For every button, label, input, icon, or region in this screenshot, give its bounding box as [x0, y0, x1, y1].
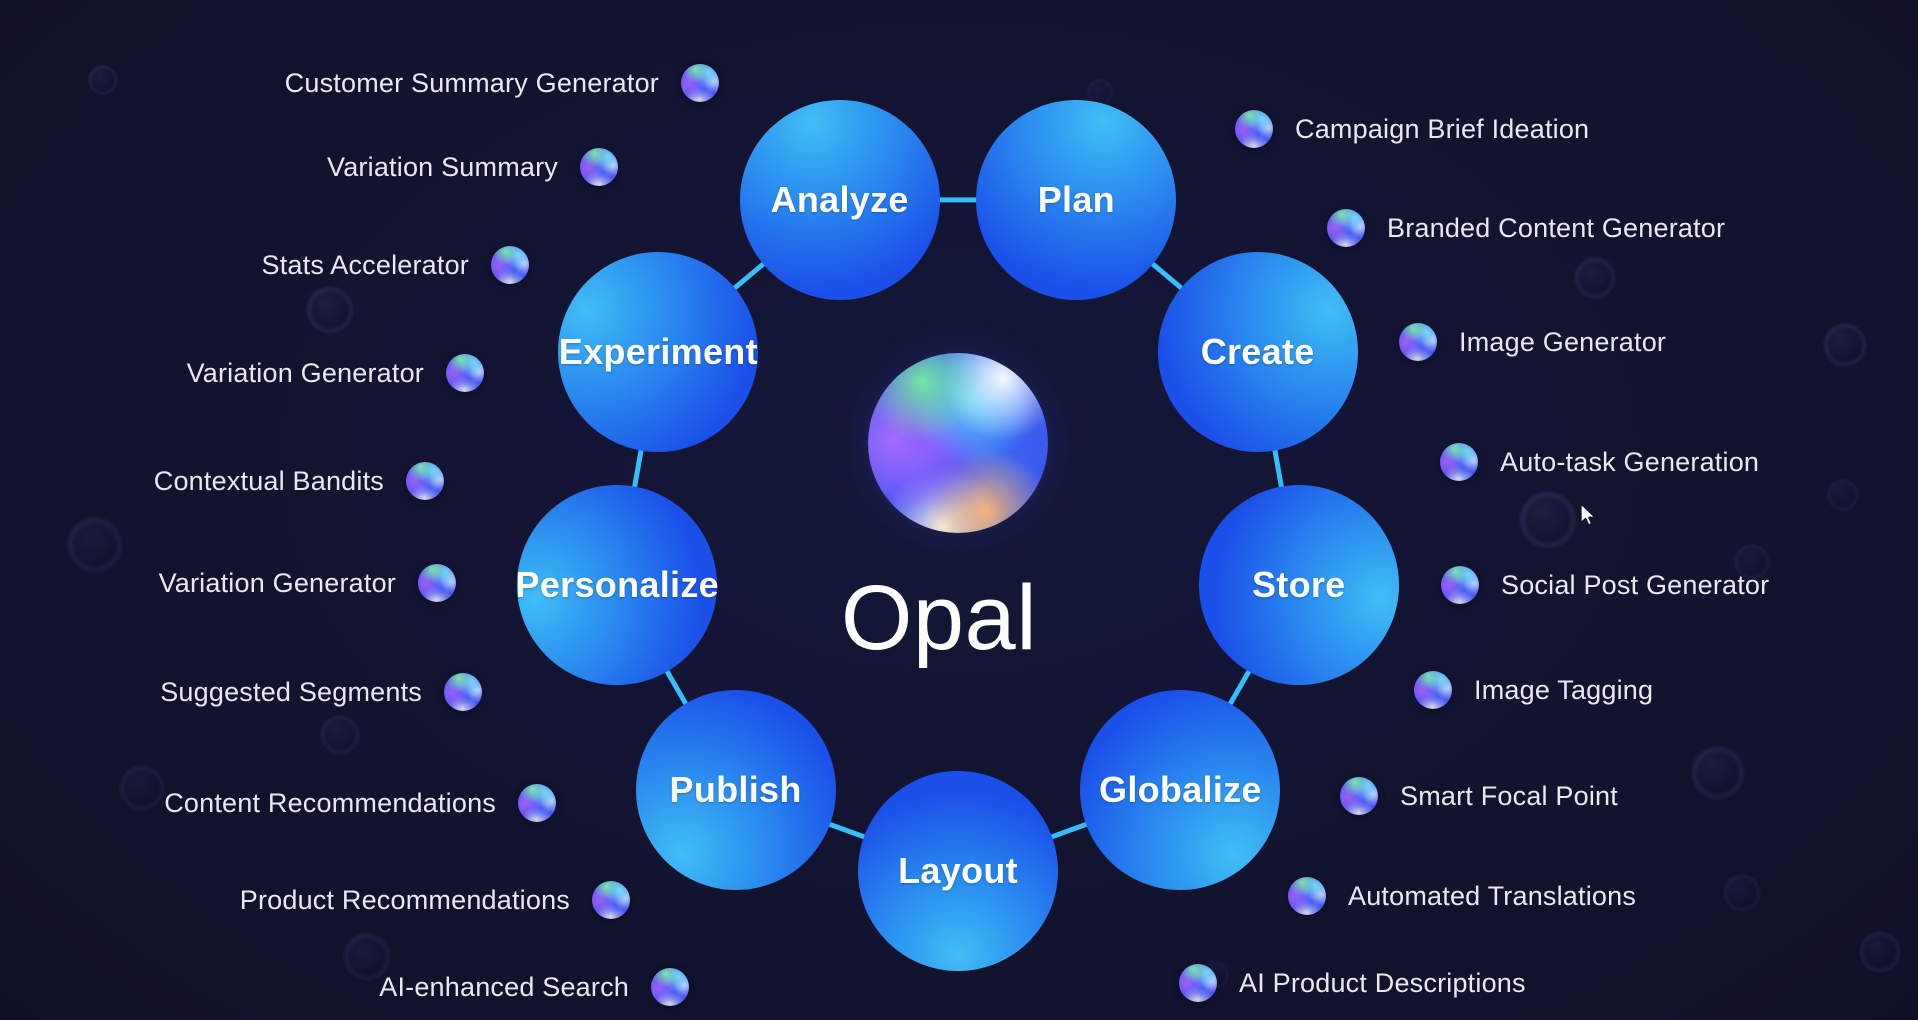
ring-node-label: Globalize — [1099, 769, 1262, 811]
ring-node-label: Layout — [898, 850, 1018, 891]
feature-item-variation-generator[interactable]: Variation Generator — [159, 563, 456, 603]
feature-label: Smart Focal Point — [1400, 780, 1618, 811]
feature-label: AI Product Descriptions — [1239, 967, 1526, 998]
opal-orb-icon — [1327, 209, 1365, 247]
opal-orb-icon — [491, 246, 529, 284]
feature-item-image-tagging[interactable]: Image Tagging — [1414, 670, 1653, 710]
feature-label: Automated Translations — [1348, 880, 1637, 911]
feature-label: Variation Generator — [158, 567, 396, 598]
feature-item-image-generator[interactable]: Image Generator — [1399, 322, 1666, 362]
feature-item-suggested-segments[interactable]: Suggested Segments — [160, 672, 482, 712]
feature-item-automated-translations[interactable]: Automated Translations — [1288, 876, 1636, 916]
opal-orb-icon — [1399, 323, 1437, 361]
opal-orb-icon — [1340, 777, 1378, 815]
ring-node-plan[interactable]: Plan — [976, 99, 1177, 300]
feature-item-customer-summary-generator[interactable]: Customer Summary Generator — [285, 63, 719, 103]
feature-item-content-recommendations[interactable]: Content Recommendations — [164, 783, 556, 823]
feature-label: Social Post Generator — [1501, 569, 1770, 600]
feature-item-ai-product-descriptions[interactable]: AI Product Descriptions — [1179, 963, 1526, 1003]
opal-orb-icon — [446, 354, 484, 392]
feature-item-ai-enhanced-search[interactable]: AI-enhanced Search — [379, 967, 689, 1007]
ring-connector-line — [614, 197, 1302, 874]
ring-node-experiment[interactable]: Experiment — [558, 252, 759, 452]
feature-label: Branded Content Generator — [1387, 212, 1726, 243]
feature-label: Auto-task Generation — [1500, 446, 1760, 477]
opal-orb-icon — [444, 673, 482, 711]
feature-item-stats-accelerator[interactable]: Stats Accelerator — [261, 245, 529, 285]
feature-label: Stats Accelerator — [261, 249, 469, 280]
ring-node-analyze[interactable]: Analyze — [739, 99, 940, 300]
feature-item-auto-task-generation[interactable]: Auto-task Generation — [1440, 442, 1759, 482]
ring-node-label: Analyze — [770, 178, 909, 220]
feature-label: Contextual Bandits — [153, 465, 384, 496]
feature-item-contextual-bandits[interactable]: Contextual Bandits — [154, 461, 444, 501]
feature-item-smart-focal-point[interactable]: Smart Focal Point — [1340, 776, 1618, 816]
feature-label: Customer Summary Generator — [284, 67, 659, 98]
ring-node-label: Store — [1251, 564, 1346, 606]
feature-item-variation-summary[interactable]: Variation Summary — [327, 147, 618, 187]
ring-node-label: Personalize — [515, 564, 719, 606]
feature-label: AI-enhanced Search — [379, 971, 629, 1002]
feature-label: Image Generator — [1459, 326, 1667, 357]
opal-orb-icon — [681, 64, 719, 102]
ring-node-publish[interactable]: Publish — [635, 690, 836, 891]
ring-node-globalize[interactable]: Globalize — [1080, 690, 1281, 891]
mouse-cursor — [1580, 503, 1596, 526]
opal-orb-icon — [1441, 566, 1479, 604]
opal-orb-icon — [1179, 964, 1217, 1002]
opal-orb-icon — [1440, 443, 1478, 481]
ring-node-store[interactable]: Store — [1198, 485, 1399, 686]
feature-item-variation-generator[interactable]: Variation Generator — [187, 353, 484, 393]
app-title: Opal — [840, 567, 1038, 669]
feature-label: Variation Generator — [186, 357, 424, 388]
feature-item-branded-content-generator[interactable]: Branded Content Generator — [1327, 208, 1725, 248]
opal-orb-icon — [1414, 671, 1452, 709]
opal-orb-icon — [406, 462, 444, 500]
ring-node-create[interactable]: Create — [1157, 252, 1358, 452]
opal-orb-icon — [418, 564, 456, 602]
feature-label: Content Recommendations — [164, 787, 496, 818]
ring-node-layout[interactable]: Layout — [858, 771, 1058, 971]
ring-node-label: Plan — [1037, 178, 1115, 220]
feature-item-social-post-generator[interactable]: Social Post Generator — [1441, 565, 1769, 605]
ring-node-label: Publish — [669, 769, 802, 811]
opal-orb-icon — [651, 968, 689, 1006]
ring-node-label: Experiment — [558, 331, 758, 372]
opal-logo-orb — [868, 353, 1048, 533]
feature-label: Variation Summary — [327, 151, 558, 182]
feature-label: Image Tagging — [1474, 674, 1654, 705]
feature-label: Campaign Brief Ideation — [1295, 113, 1590, 144]
opal-orb-icon — [1288, 877, 1326, 915]
opal-orb-icon — [1235, 110, 1273, 148]
feature-label: Product Recommendations — [239, 884, 570, 915]
ring-node-personalize[interactable]: Personalize — [515, 485, 719, 686]
opal-orb-icon — [592, 881, 630, 919]
opal-orb-icon — [580, 148, 618, 186]
ring-node-label: Create — [1200, 331, 1315, 372]
feature-label: Suggested Segments — [160, 676, 422, 707]
feature-item-product-recommendations[interactable]: Product Recommendations — [240, 880, 630, 920]
opal-orb-icon — [518, 784, 556, 822]
feature-item-campaign-brief-ideation[interactable]: Campaign Brief Ideation — [1235, 109, 1589, 149]
